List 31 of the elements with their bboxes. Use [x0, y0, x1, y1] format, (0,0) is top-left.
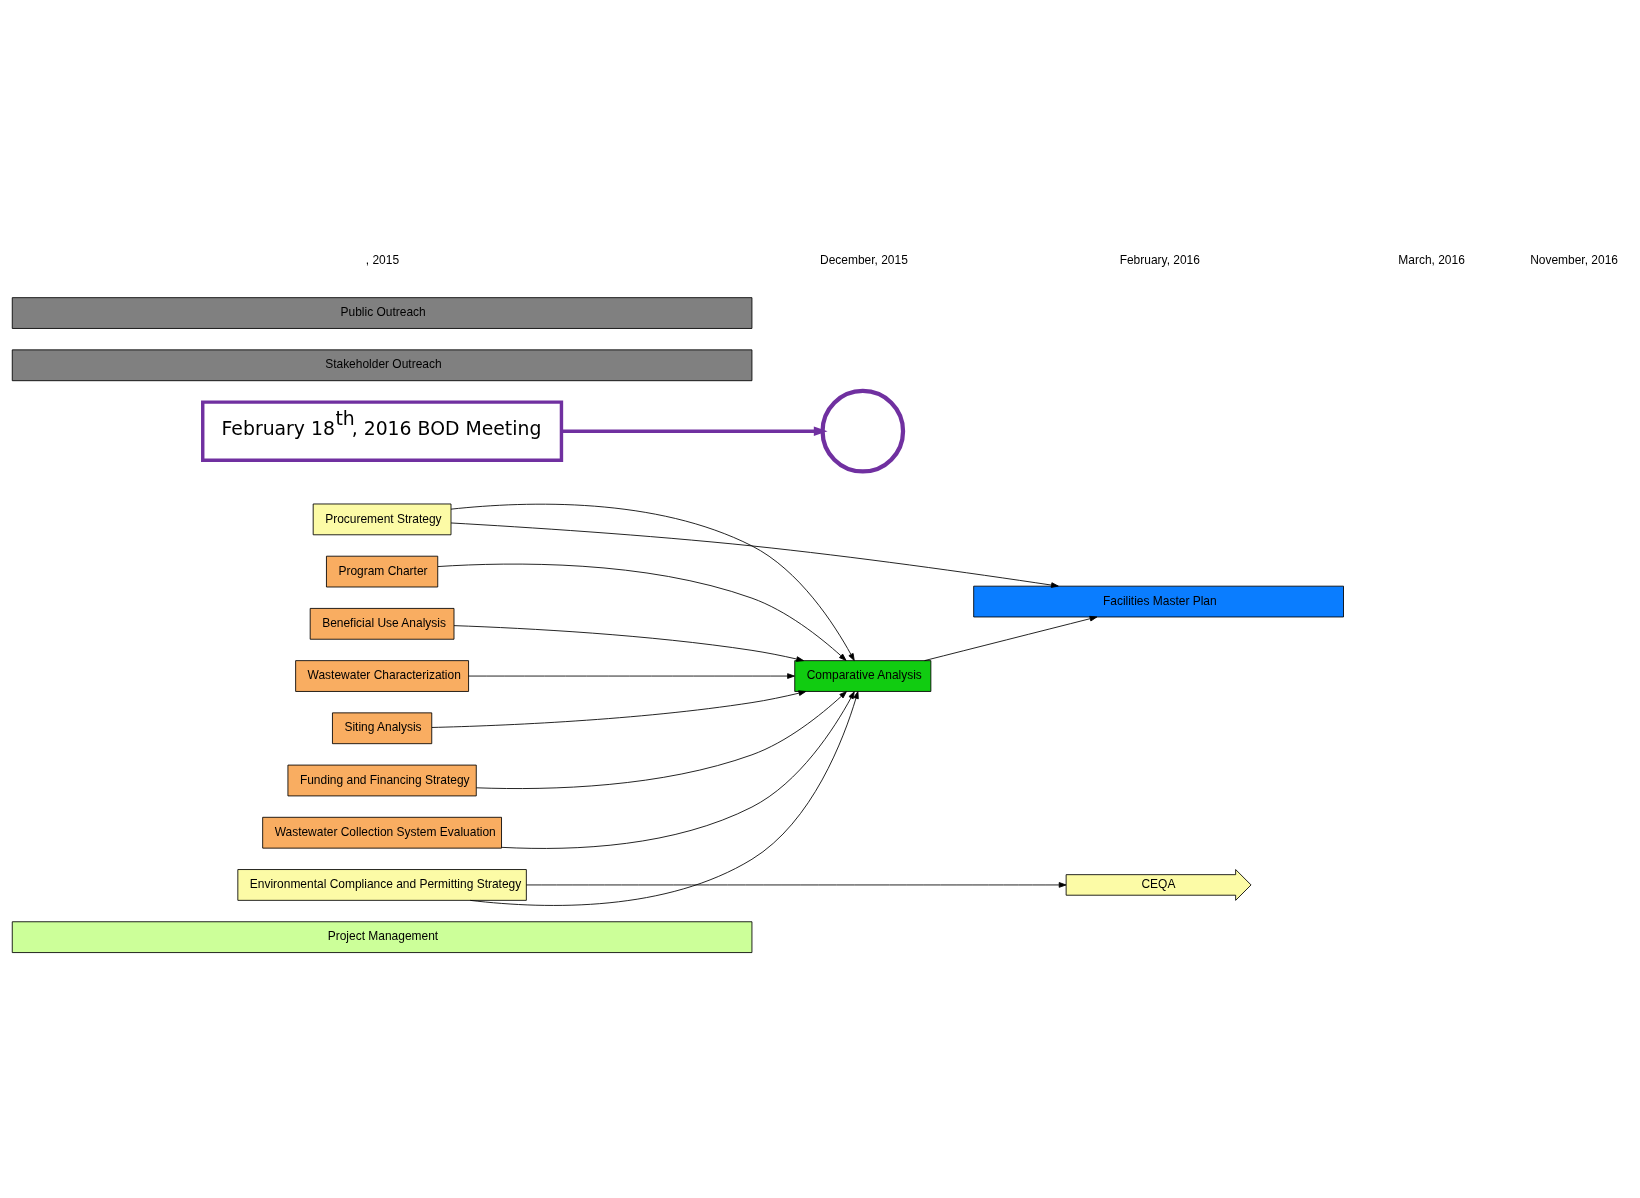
arrow: [501, 691, 855, 849]
node-box: Public Outreach: [11, 297, 753, 329]
node-box: Procurement Strategy: [312, 503, 452, 536]
node-box: Comparative Analysis: [794, 660, 932, 692]
arrow: [476, 691, 847, 789]
arrow: [469, 691, 859, 906]
node-box: Siting Analysis: [332, 712, 433, 745]
node-box: Funding and Financing Strategy: [287, 764, 477, 797]
arrow: [924, 615, 1098, 662]
node-box: Facilities Master Plan: [973, 585, 1344, 618]
arrow: [450, 522, 1059, 588]
node-box: Project Management: [11, 921, 753, 953]
label: November, 2016: [1530, 253, 1618, 267]
node-box: Environmental Compliance and Permitting Strategy: [237, 869, 527, 901]
arrow: [431, 690, 807, 728]
arrow: [450, 503, 855, 661]
node-box: Stakeholder Outreach: [11, 349, 753, 382]
label: February, 2016: [1119, 253, 1200, 267]
label: December, 2015: [820, 253, 908, 267]
node-box: Wastewater Collection System Evaluation: [262, 816, 502, 849]
node-circle: [820, 388, 906, 474]
arrow: [468, 673, 795, 679]
arrow: [453, 625, 804, 662]
arrow: [437, 563, 847, 661]
label: , 2015: [365, 253, 400, 267]
node-box: Wastewater Characterization: [295, 660, 469, 692]
arrow: [526, 882, 1067, 888]
arrow: [561, 426, 828, 436]
node-box: Program Charter: [326, 555, 439, 588]
node-box: Beneficial Use Analysis: [309, 608, 455, 640]
label: March, 2016: [1398, 253, 1465, 267]
